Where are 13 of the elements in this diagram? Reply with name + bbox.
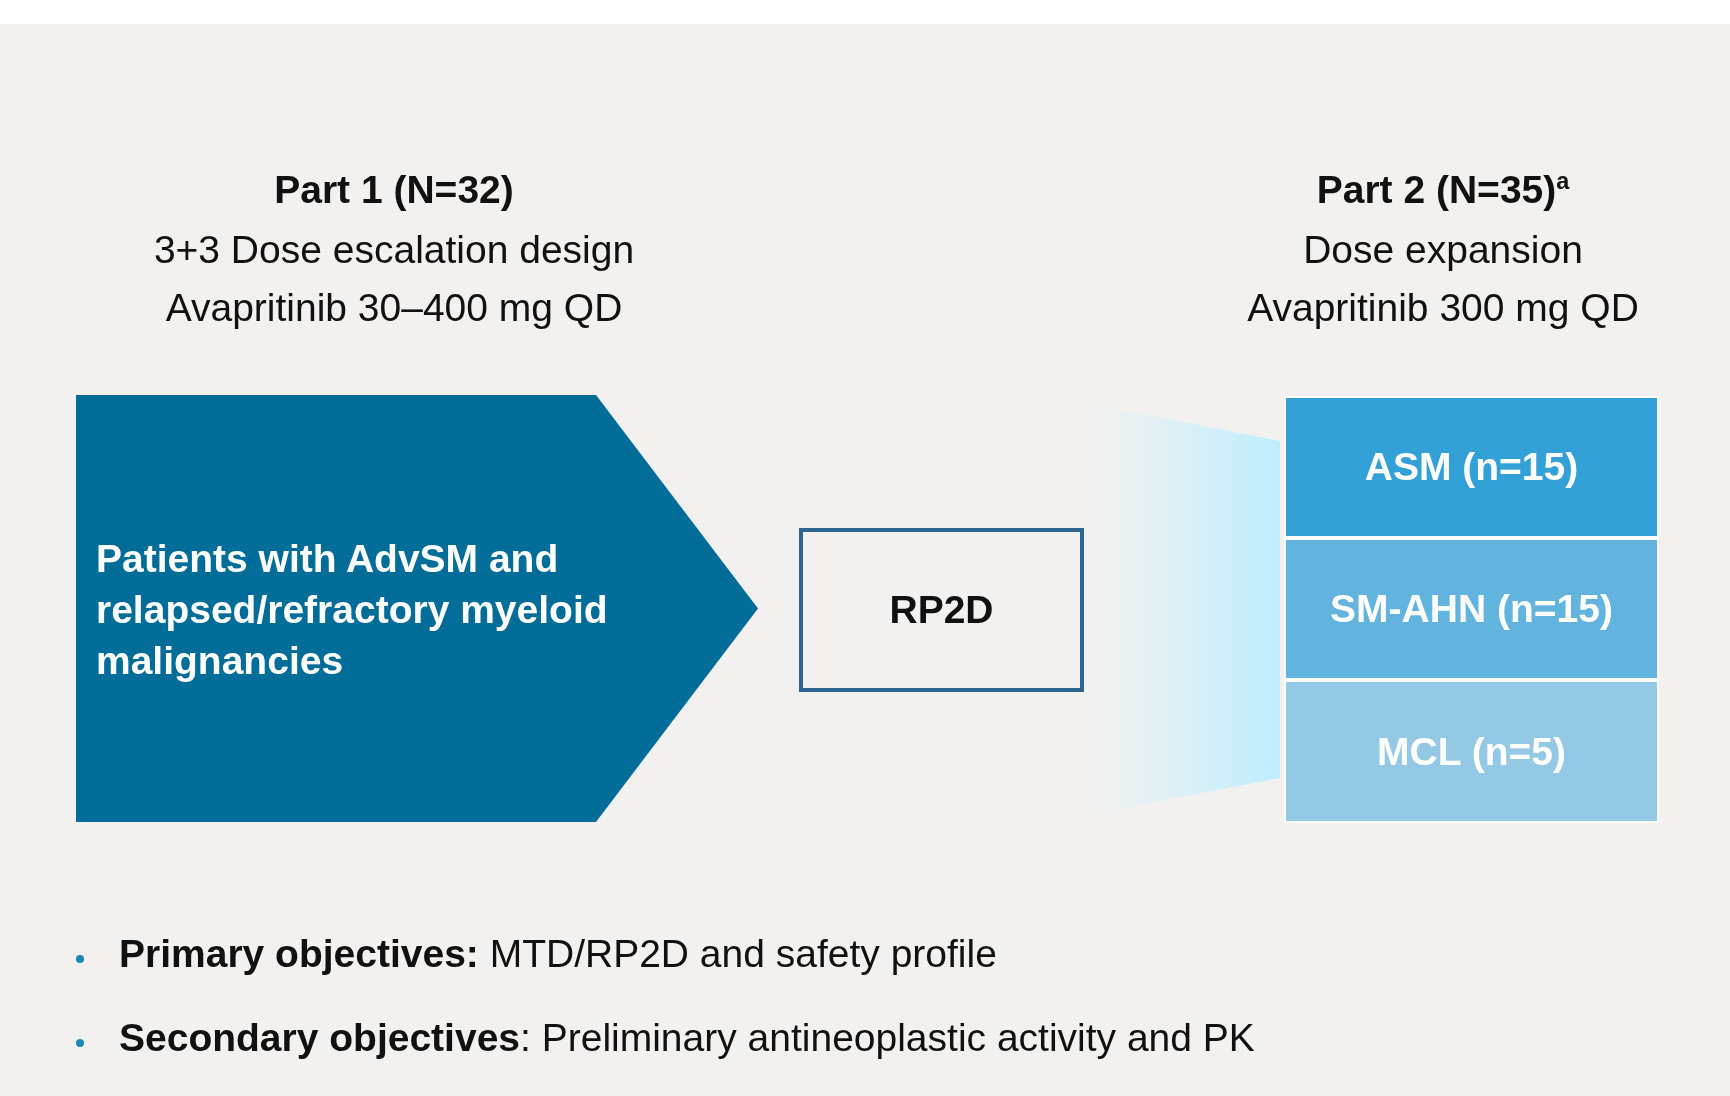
part-heading: Part 2 (N=35)$^{a}$ [1316,168,1570,212]
arm-box: MCL (n=5) [1284,680,1659,823]
objective-text: Primary objectives: MTD/RP2D and safety profile [119,932,997,976]
dose-text: Avapritinib 300 mg QD [1247,286,1639,330]
arm-box: ASM (n=15) [1284,396,1659,538]
process-box: RP2D [799,528,1084,692]
part-subtitle: 3+3 Dose escalation design [153,228,635,272]
arm-box: SM-AHN (n=15) [1284,538,1659,680]
dose-text: Avapritinib 30–400 mg QD [165,286,623,330]
part-heading: Part 1 (N=32) [274,168,514,212]
part-subtitle: Dose expansion [1303,228,1583,272]
objective-text: Secondary objectives: Preliminary antineoplastic activity and PK [119,1016,1255,1060]
node-text: Patients with AdvSM and relapsed/refractory myeloid malignancies [96,536,609,684]
